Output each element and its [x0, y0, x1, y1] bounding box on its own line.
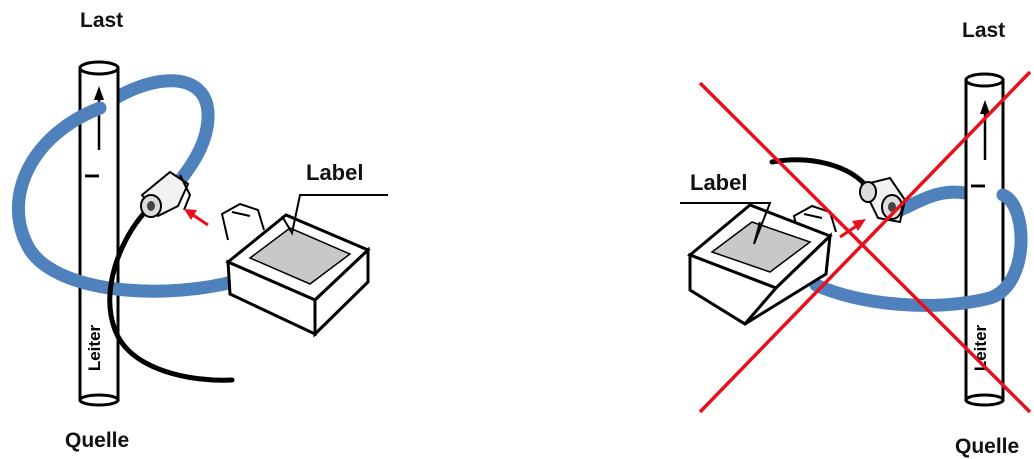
right-rogowski-coil-front: [809, 188, 1028, 312]
left-bottom-label-quelle: Quelle: [65, 429, 130, 452]
left-conductor: I Leiter: [78, 60, 120, 407]
left-conductor-label: Leiter: [85, 324, 104, 371]
right-top-label-last: Last: [962, 19, 1006, 42]
cross-out-mark: [698, 70, 1032, 414]
right-black-cable: [769, 157, 871, 191]
right-connector: [859, 176, 907, 224]
left-connector: [140, 170, 192, 218]
left-current-symbol: I: [82, 173, 104, 179]
left-top-label-last: Last: [80, 9, 124, 32]
left-setup: I Leiter: [11, 60, 388, 407]
left-direction-arrow: [184, 209, 209, 227]
right-device-box: [687, 203, 833, 326]
left-box-label: Label: [306, 160, 364, 185]
right-box-label: Label: [690, 170, 748, 195]
left-device-box: [225, 213, 371, 338]
left-black-cable: [107, 209, 235, 383]
right-conductor: I Leiter: [964, 72, 1005, 407]
right-bottom-label-quelle: Quelle: [955, 435, 1020, 458]
left-rogowski-coil-front: [11, 101, 247, 298]
right-current-symbol: I: [968, 183, 990, 189]
right-label-pointer: [680, 202, 772, 245]
left-label-pointer: [281, 194, 388, 236]
right-setup: I Leiter: [680, 70, 1032, 414]
left-clip: [220, 202, 265, 241]
